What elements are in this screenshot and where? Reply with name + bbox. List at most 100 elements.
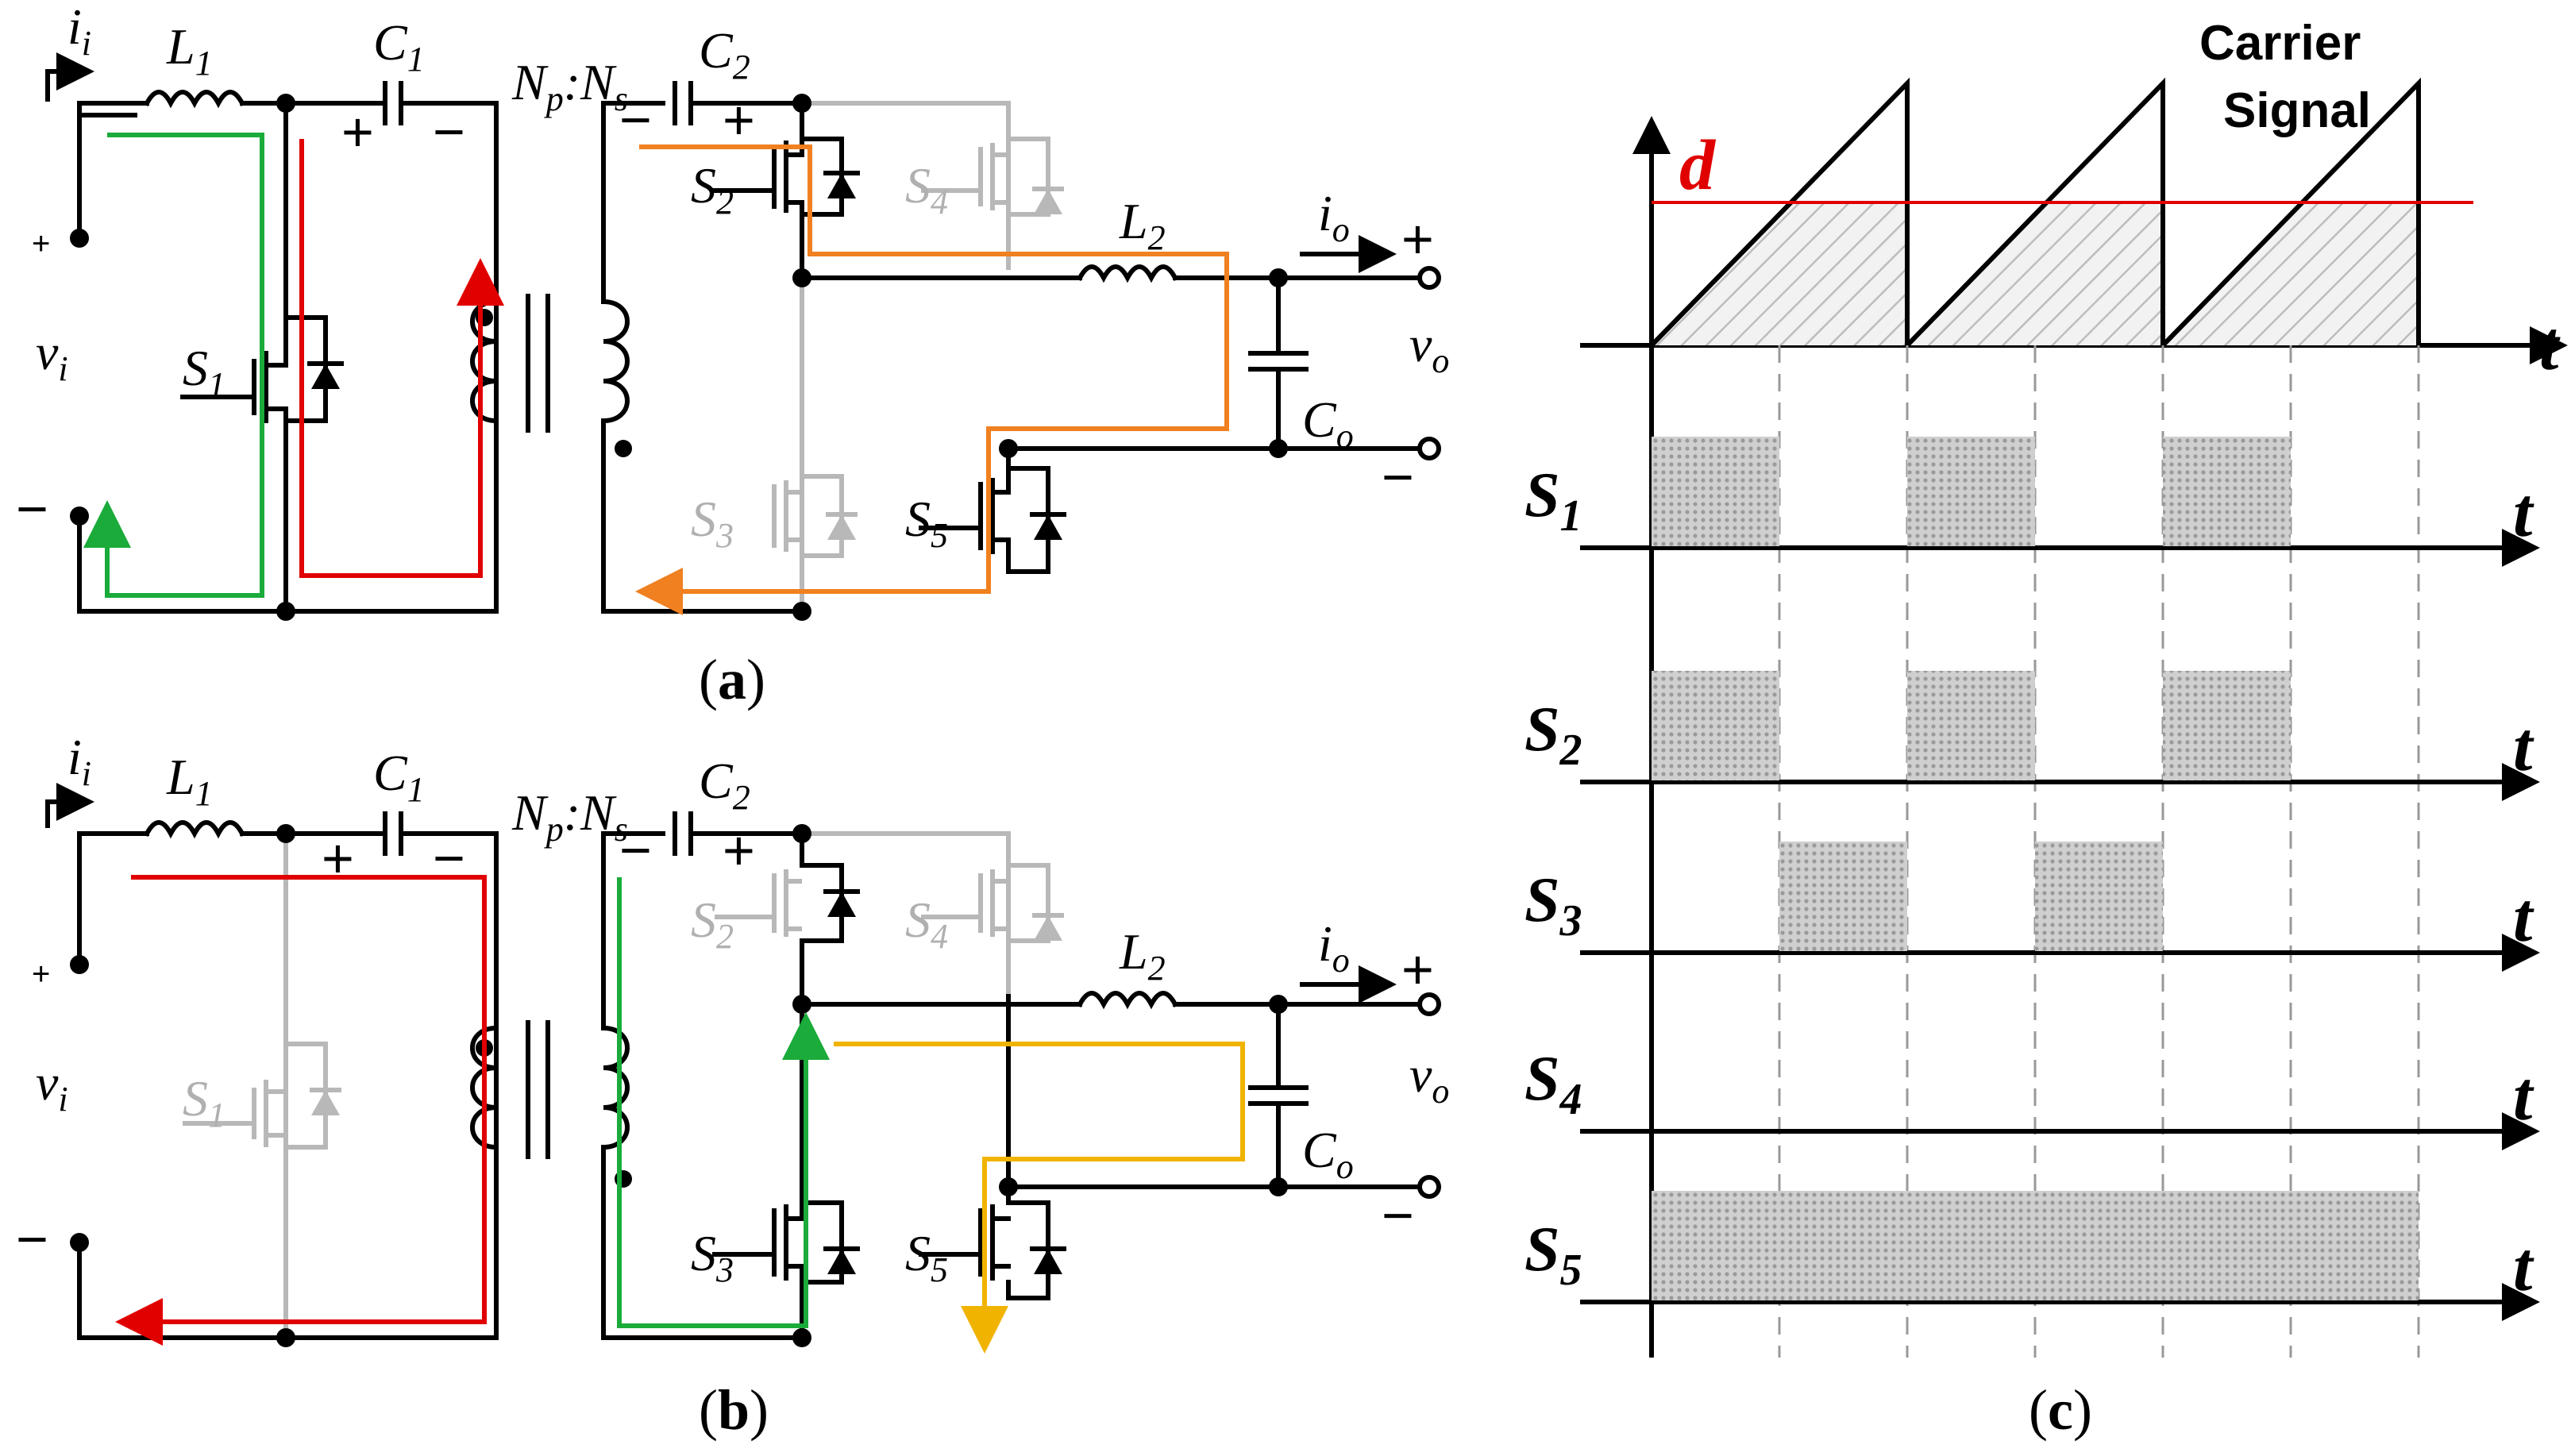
svg-text:vo: vo [1409, 316, 1449, 380]
svg-text:L2: L2 [1119, 923, 1166, 988]
panel-b [45, 783, 1441, 1354]
svg-text:+: + [1401, 208, 1434, 270]
svg-text:S4: S4 [905, 892, 948, 956]
t-label: t [2539, 308, 2561, 385]
gate-label-5: S5 [1524, 1215, 1582, 1295]
panel-a-labels: ii L1 C1 + − Np:Ns C2 − + S1 S2 S4 S3 S5… [16, 0, 1449, 711]
caption-a: (a) [699, 648, 765, 711]
svg-text:Co: Co [1302, 1122, 1354, 1186]
gate-pulse [1907, 671, 2035, 780]
svg-text:L2: L2 [1119, 193, 1166, 257]
svg-text:vi: vi [36, 324, 68, 388]
carrier-ramp [2160, 77, 2421, 348]
transformer-secondary [600, 299, 630, 424]
svg-text:+: + [322, 827, 354, 889]
carrier-shaded-region [1907, 202, 2163, 345]
transformer-primary [470, 299, 499, 424]
svg-text:ii: ii [67, 729, 91, 793]
svg-text:S2: S2 [691, 892, 734, 956]
gate-pulse [1652, 437, 1779, 546]
svg-text:−: − [16, 1208, 48, 1270]
svg-text:C2: C2 [699, 22, 750, 87]
gate-pulse [2163, 437, 2291, 546]
carrier-label-1: Carrier [2199, 16, 2361, 71]
svg-text:io: io [1318, 185, 1350, 249]
svg-text:C1: C1 [373, 14, 425, 79]
switch-s5 [919, 446, 1066, 574]
svg-text:−: − [433, 827, 465, 889]
gate-pulse [1652, 1191, 2419, 1300]
svg-text:S2: S2 [691, 157, 734, 221]
svg-text:−: − [1382, 446, 1414, 508]
svg-text:S5: S5 [905, 1225, 948, 1289]
svg-text:−: − [1382, 1184, 1414, 1246]
svg-text:S1: S1 [183, 340, 225, 404]
gate-label-3: S3 [1524, 865, 1582, 946]
caption-c: (c) [2029, 1378, 2092, 1442]
gate-pulse [1907, 437, 2035, 546]
svg-text:−: − [619, 89, 652, 151]
gate-pulse [1779, 842, 1907, 951]
svg-text:+: + [723, 819, 755, 881]
panel-b-labels: ii L1 C1 + − Np:Ns C2 − + S1 S2 S4 S3 S5… [16, 729, 1449, 1442]
d-label: d [1679, 126, 1717, 205]
switch-s2 [712, 101, 860, 280]
svg-text:+: + [32, 957, 50, 992]
svg-text:−: − [16, 478, 48, 540]
carrier-label-2: Signal [2223, 83, 2371, 138]
inductor-l1 [143, 90, 246, 109]
carrier-shaded-region [2163, 202, 2419, 345]
svg-text:vi: vi [36, 1054, 68, 1119]
svg-text:Np:Ns: Np:Ns [511, 784, 628, 849]
gate-pulse [1652, 671, 1779, 780]
svg-text:Np:Ns: Np:Ns [511, 54, 628, 118]
svg-text:+: + [1401, 938, 1434, 1000]
t-label: t [2513, 709, 2534, 786]
svg-text:L1: L1 [166, 749, 213, 813]
switch-s1 [180, 315, 344, 423]
switch-s4-b [921, 863, 1064, 943]
gate-pulse [2035, 842, 2163, 951]
svg-text:S4: S4 [905, 157, 948, 221]
switch-s3-b [712, 1184, 860, 1340]
carrier-ramp [1649, 77, 1910, 348]
caption-b: (b) [699, 1378, 769, 1442]
carrier-shaded-region [1652, 202, 1907, 345]
switch-s3 [772, 460, 858, 558]
gate-pulse [2163, 671, 2291, 780]
t-label: t [2513, 475, 2534, 552]
svg-text:Co: Co [1302, 391, 1354, 456]
svg-text:+: + [723, 89, 755, 151]
carrier-ramp [1905, 77, 2165, 348]
svg-text:S5: S5 [905, 491, 948, 555]
inductor-l2 [1076, 264, 1179, 283]
svg-text:C2: C2 [699, 753, 750, 817]
switch-s5-b [919, 1184, 1066, 1300]
switch-s4 [921, 137, 1064, 270]
svg-text:L1: L1 [166, 18, 213, 83]
svg-text:S1: S1 [183, 1070, 225, 1134]
t-label: t [2513, 1229, 2534, 1306]
svg-text:vo: vo [1409, 1046, 1449, 1111]
svg-text:+: + [341, 101, 374, 163]
svg-text:ii: ii [67, 0, 91, 63]
carrier-plot: t [1580, 77, 2568, 1358]
inductor-l1-b [143, 820, 246, 839]
panel-a [45, 52, 1441, 621]
svg-text:−: − [433, 101, 465, 163]
svg-text:+: + [32, 226, 50, 261]
t-label: t [2513, 1058, 2534, 1135]
svg-text:−: − [619, 819, 652, 881]
t-label: t [2513, 880, 2534, 957]
gate-label-4: S4 [1524, 1044, 1582, 1124]
switch-s1-b [183, 1042, 341, 1150]
svg-text:io: io [1318, 915, 1350, 980]
gate-label-1: S1 [1524, 460, 1582, 541]
gate-label-2: S2 [1524, 695, 1582, 775]
svg-text:C1: C1 [373, 745, 425, 809]
svg-text:S3: S3 [691, 1225, 734, 1289]
svg-text:S3: S3 [691, 491, 734, 555]
